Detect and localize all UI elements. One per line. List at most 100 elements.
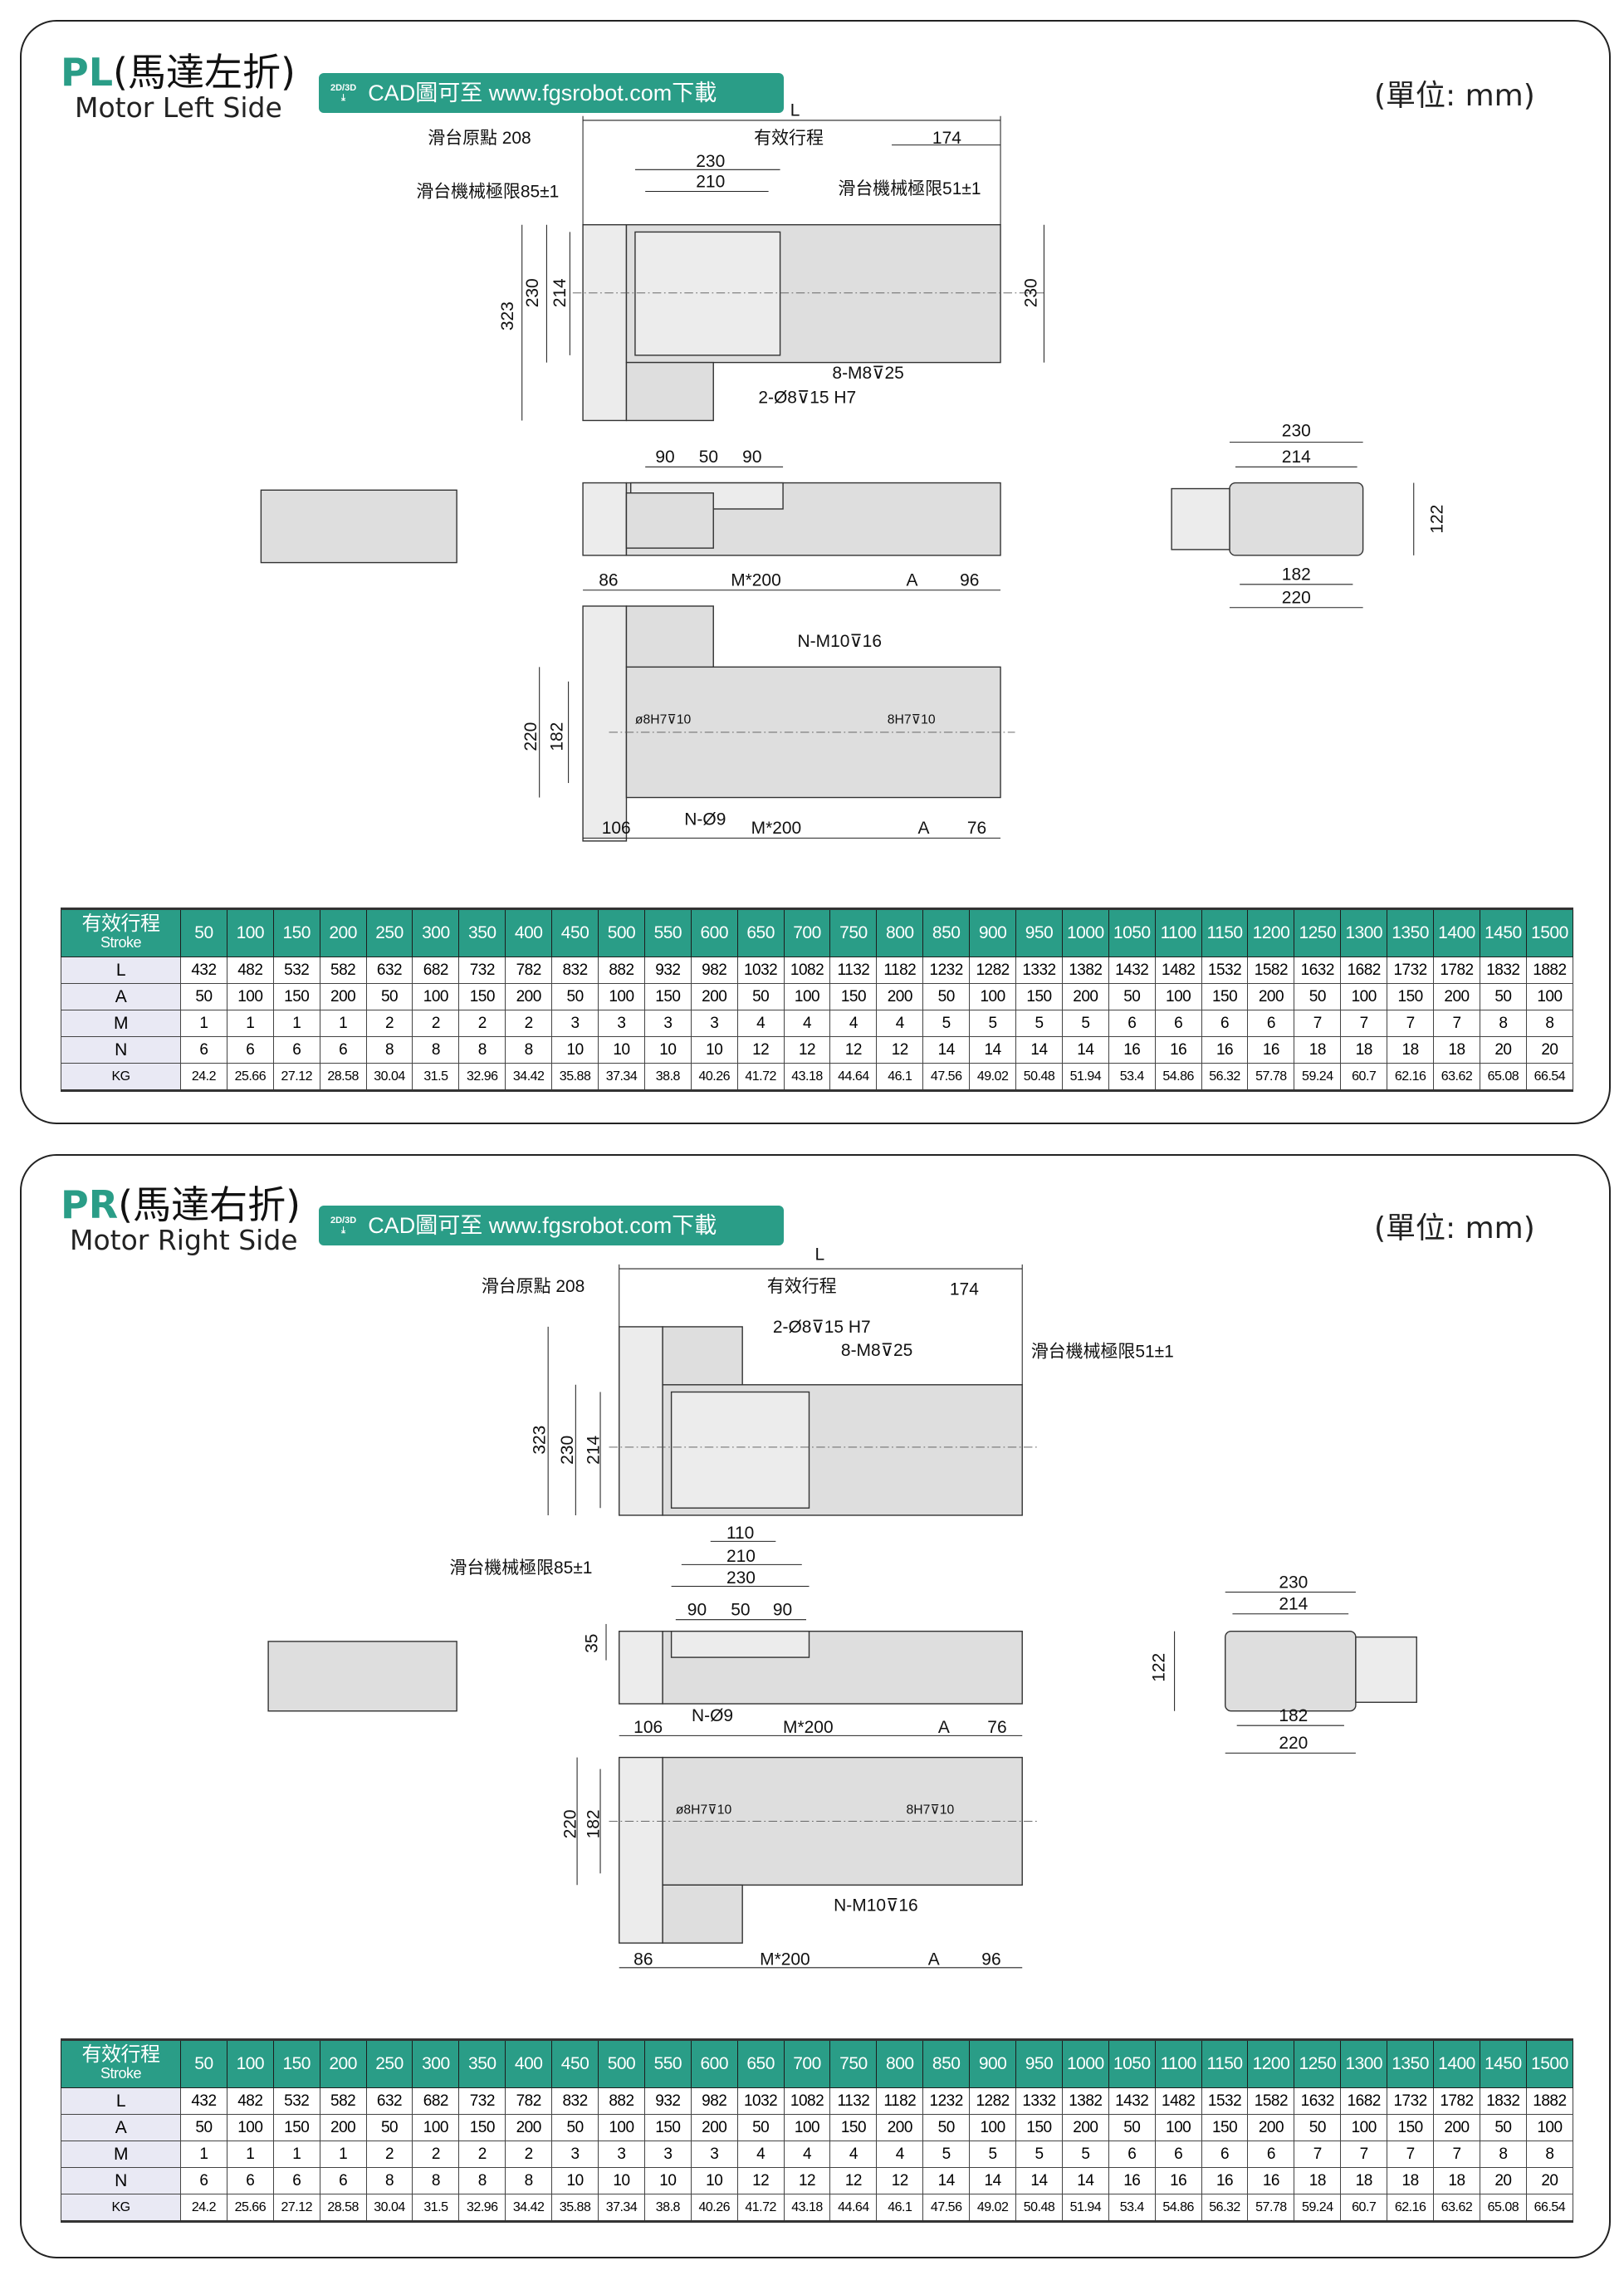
table-cell: 100 [1154, 2114, 1202, 2141]
table-cell: 14 [1061, 1036, 1109, 1064]
dim-label: M*200 [731, 571, 781, 590]
table-cell: 4 [736, 1010, 785, 1037]
table-cell: 6 [1154, 1010, 1202, 1037]
table-cell: 8 [412, 2167, 460, 2194]
table-cell: 532 [272, 957, 320, 984]
download-icon: 2D/3D⤓ [330, 83, 357, 103]
table-cell: 8 [1525, 2141, 1574, 2168]
dim-label: 76 [967, 819, 986, 838]
table-cell: 32.96 [458, 2194, 506, 2222]
row-label: KG [61, 2194, 181, 2222]
dim-label: 35 [583, 1634, 602, 1653]
dim-label: 90 [773, 1600, 792, 1619]
dim-label: 96 [960, 571, 979, 590]
table-cell: 882 [598, 957, 645, 984]
table-cell: 150 [829, 2114, 878, 2141]
table-cell: 20 [1479, 2167, 1527, 2194]
table-cell: 200 [1433, 2114, 1480, 2141]
table-cell: 4 [829, 2141, 878, 2168]
dim-label: 214 [1282, 448, 1311, 467]
table-cell: 782 [505, 2087, 553, 2115]
table-cell: 54.86 [1154, 2194, 1202, 2222]
table-cell: 150 [1387, 983, 1435, 1010]
table-cell: 5 [922, 2141, 971, 2168]
stroke-value: 200 [319, 908, 367, 957]
table-cell: 30.04 [365, 1063, 413, 1091]
dim-label: ø8H7⊽10 [635, 712, 692, 727]
table-cell: 1382 [1061, 957, 1109, 984]
dim-label: 有效行程 [754, 129, 824, 148]
table-cell: 44.64 [829, 2194, 878, 2222]
table-cell: 14 [1015, 2167, 1063, 2194]
table-cell: 200 [1061, 2114, 1109, 2141]
dim-label: 214 [1279, 1594, 1308, 1613]
table-cell: 66.54 [1525, 2194, 1574, 2222]
table-cell: 18 [1294, 1036, 1342, 1064]
table-cell: 3 [690, 2141, 738, 2168]
table-cell: 50 [365, 983, 413, 1010]
table-cell: 43.18 [783, 1063, 831, 1091]
table-cell: 60.7 [1340, 1063, 1388, 1091]
dim-label: 230 [726, 1568, 756, 1588]
pr-cad-download-link[interactable]: 2D/3D⤓ CAD圖可至 www.fgsrobot.com下載 [319, 1206, 784, 1245]
table-cell: 2 [505, 2141, 553, 2168]
table-cell: 100 [412, 983, 460, 1010]
stroke-value: 400 [505, 2039, 553, 2088]
table-cell: 882 [598, 2087, 645, 2115]
table-cell: 50 [1479, 983, 1527, 1010]
dim-label: 210 [696, 172, 725, 191]
table-cell: 10 [690, 2167, 738, 2194]
table-cell: 4 [783, 2141, 831, 2168]
stroke-value: 700 [783, 908, 831, 957]
table-cell: 50 [365, 2114, 413, 2141]
table-cell: 14 [922, 2167, 971, 2194]
table-cell: 732 [458, 2087, 506, 2115]
table-cell: 6 [226, 1036, 274, 1064]
table-cell: 50 [736, 2114, 785, 2141]
table-cell: 27.12 [272, 2194, 320, 2222]
table-cell: 10 [690, 1036, 738, 1064]
table-cell: 200 [319, 2114, 367, 2141]
stroke-value: 200 [319, 2039, 367, 2088]
table-cell: 54.86 [1154, 1063, 1202, 1091]
table-cell: 200 [319, 983, 367, 1010]
table-cell: 732 [458, 957, 506, 984]
table-cell: 1532 [1201, 2087, 1249, 2115]
dim-label: 50 [731, 1600, 750, 1619]
table-cell: 6 [1154, 2141, 1202, 2168]
stroke-value: 1050 [1108, 2039, 1156, 2088]
table-cell: 8 [505, 1036, 553, 1064]
table-cell: 8 [412, 1036, 460, 1064]
table-cell: 12 [829, 2167, 878, 2194]
table-cell: 1882 [1525, 957, 1574, 984]
table-cell: 1032 [736, 957, 785, 984]
pl-end-view [1171, 442, 1415, 609]
table-cell: 532 [272, 2087, 320, 2115]
table-cell: 100 [226, 983, 274, 1010]
table-cell: 1 [272, 1010, 320, 1037]
pl-cad-download-link[interactable]: 2D/3D⤓ CAD圖可至 www.fgsrobot.com下載 [319, 73, 784, 113]
table-cell: 35.88 [551, 2194, 599, 2222]
dim-label: 8-M8⊽25 [832, 364, 903, 383]
pl-panel [20, 20, 1611, 1124]
table-cell: 40.26 [690, 2194, 738, 2222]
table-cell: 100 [1340, 2114, 1388, 2141]
stroke-value: 1000 [1061, 908, 1109, 957]
dim-label: 230 [1282, 422, 1311, 441]
pr-side-view [605, 1619, 1023, 1705]
table-cell: 10 [598, 2167, 645, 2194]
table-cell: 1582 [1247, 2087, 1295, 2115]
stroke-value: 150 [272, 908, 320, 957]
table-cell: 200 [690, 983, 738, 1010]
table-cell: 1282 [969, 957, 1017, 984]
table-cell: 1 [319, 1010, 367, 1037]
table-cell: 1232 [922, 957, 971, 984]
table-cell: 34.42 [505, 2194, 553, 2222]
stroke-value: 400 [505, 908, 553, 957]
row-label: A [61, 983, 181, 1010]
table-cell: 100 [783, 2114, 831, 2141]
table-cell: 150 [1015, 2114, 1063, 2141]
